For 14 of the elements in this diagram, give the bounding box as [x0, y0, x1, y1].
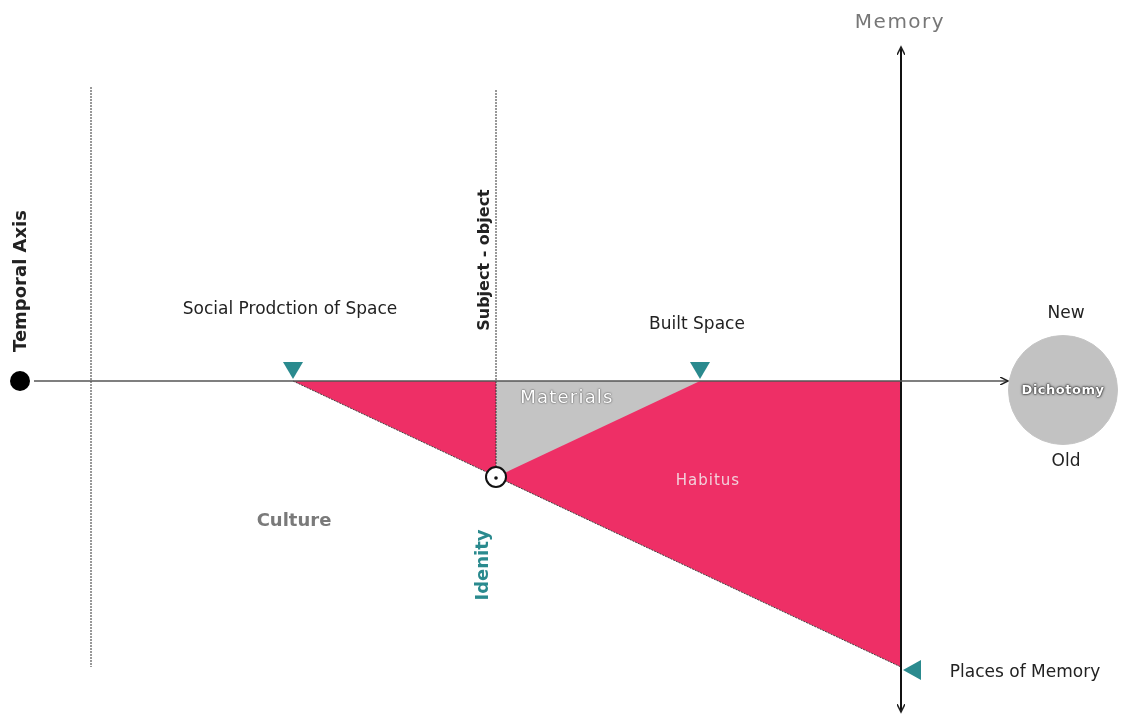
- concept-label: Built Space: [649, 313, 745, 333]
- circle-label: Dichotomy: [1021, 382, 1105, 398]
- concept-label: Idenity: [472, 529, 492, 601]
- side-label: Old: [1051, 450, 1081, 470]
- area-label: Habitus: [675, 471, 741, 489]
- concept-label: Subject - object: [475, 189, 493, 331]
- concept-label: Places of Memory: [949, 661, 1101, 681]
- area-label: Materials: [520, 387, 614, 407]
- axis-label: Temporal Axis: [10, 210, 30, 352]
- side-label: New: [1047, 302, 1085, 322]
- arrow: [33, 376, 1009, 386]
- concept-label: Social Prodction of Space: [182, 298, 398, 318]
- axis-label: Memory: [854, 10, 946, 32]
- concept-label: Culture: [256, 510, 332, 530]
